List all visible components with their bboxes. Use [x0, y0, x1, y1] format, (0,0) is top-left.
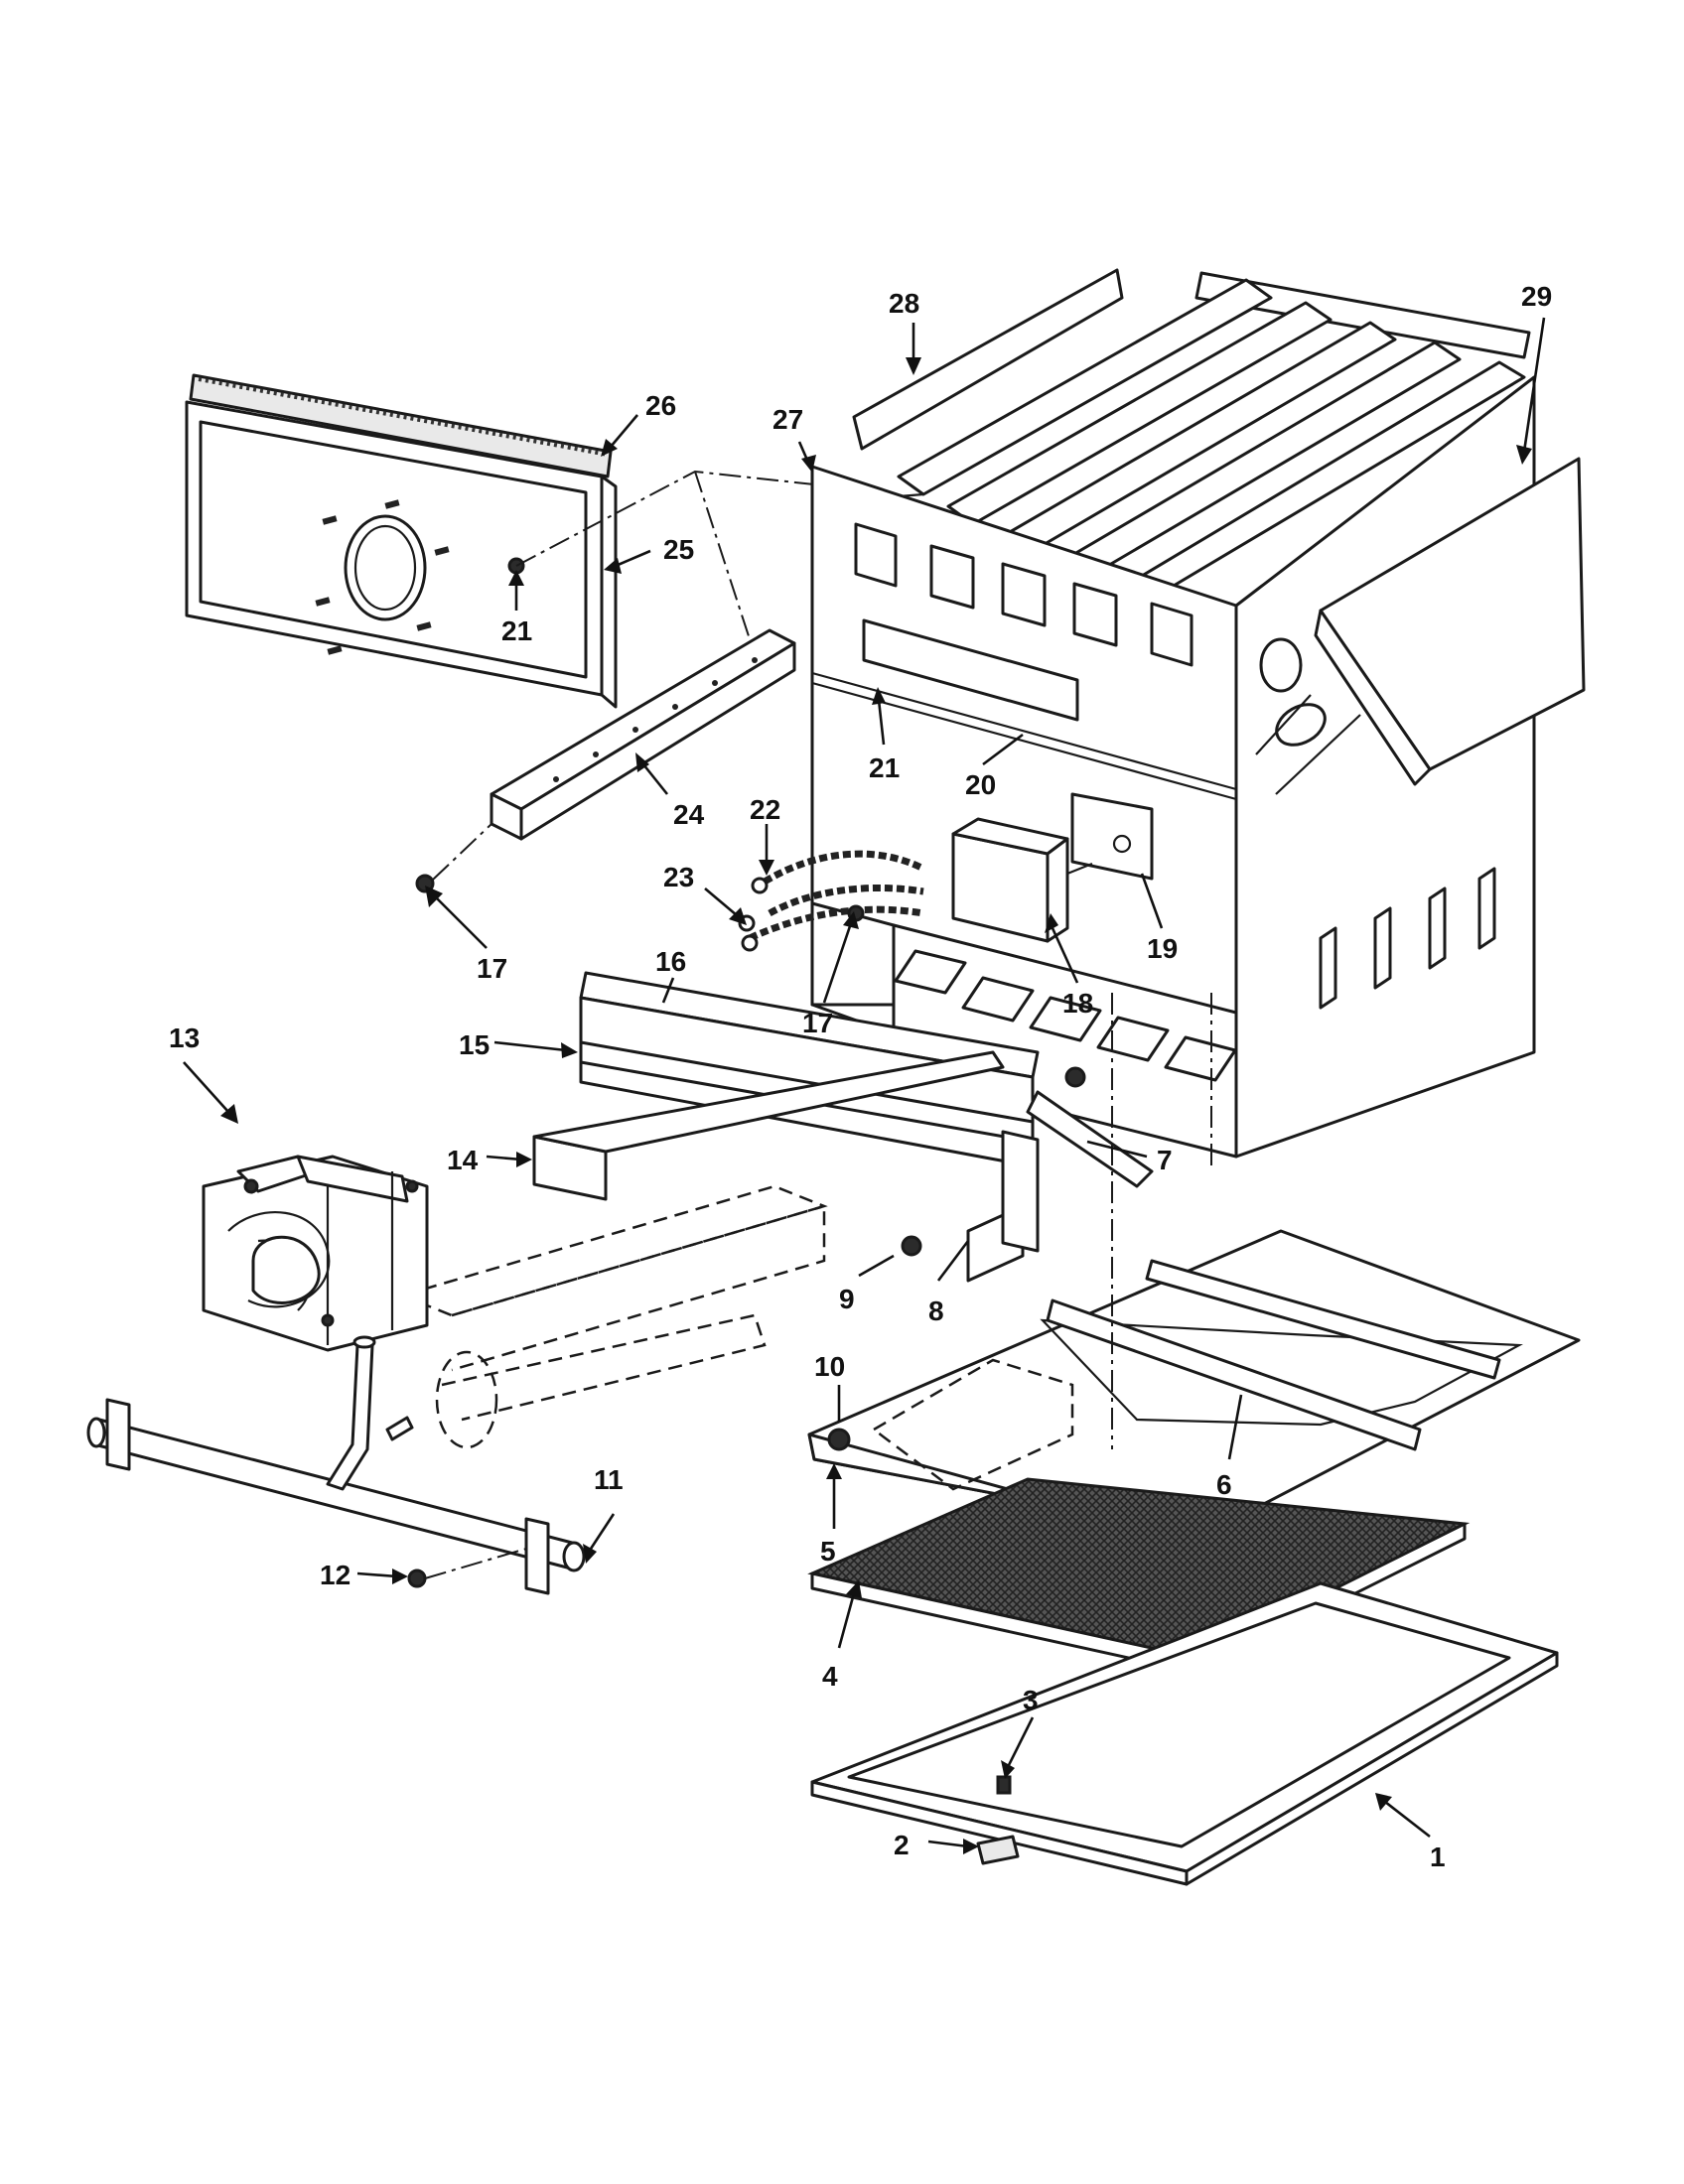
callout-25: 25: [663, 534, 694, 565]
callout-5: 5: [820, 1536, 836, 1567]
wire-leads: [738, 850, 925, 952]
callout-26: 26: [645, 390, 676, 421]
clip-2: [976, 1835, 1020, 1865]
burner-hidden: [398, 1184, 828, 1449]
callout-labels: 1 2 3 4 5 6 7 8 9 10 11 12 13 14 15 16 1…: [169, 281, 1552, 1872]
callout-3: 3: [1023, 1685, 1039, 1715]
callout-28: 28: [889, 288, 919, 319]
bottom-frame: [810, 1581, 1559, 1886]
callout-29: 29: [1521, 281, 1552, 312]
callout-14: 14: [447, 1145, 479, 1175]
burner-rails: [532, 971, 1154, 1283]
transformer: [951, 792, 1154, 943]
callout-9: 9: [839, 1284, 855, 1314]
callout-24: 24: [673, 799, 705, 830]
callout-18: 18: [1062, 988, 1093, 1019]
callout-6: 6: [1216, 1469, 1232, 1500]
callout-16: 16: [655, 946, 686, 977]
gas-manifold: [86, 1335, 586, 1595]
callout-19: 19: [1147, 933, 1178, 964]
callout-8: 8: [928, 1296, 944, 1326]
callout-23: 23: [663, 862, 694, 892]
leader-lines: [183, 317, 1546, 1854]
callout-15: 15: [459, 1029, 490, 1060]
callout-10: 10: [814, 1351, 845, 1382]
callout-21a: 21: [501, 615, 532, 646]
callout-11: 11: [594, 1464, 624, 1495]
callout-13: 13: [169, 1023, 200, 1053]
screw-9: [901, 1235, 922, 1257]
bracket-24: [415, 628, 796, 893]
front-panel: [185, 373, 618, 709]
screw-12: [407, 1569, 427, 1588]
callout-1: 1: [1430, 1842, 1446, 1872]
callout-7: 7: [1157, 1145, 1173, 1175]
screw-7: [1064, 1066, 1086, 1088]
screw-10: [827, 1428, 851, 1451]
gas-valve: [202, 1155, 429, 1352]
callout-17b: 17: [802, 1008, 833, 1038]
callout-17a: 17: [477, 953, 507, 984]
clip-3: [996, 1775, 1012, 1795]
callout-27: 27: [772, 404, 803, 435]
heat-exchanger-assembly: [810, 268, 1586, 1159]
callout-22: 22: [750, 794, 780, 825]
callout-4: 4: [822, 1661, 838, 1692]
callout-21b: 21: [869, 752, 900, 783]
callout-20: 20: [965, 769, 996, 800]
callout-12: 12: [320, 1560, 351, 1590]
callout-2: 2: [894, 1830, 910, 1860]
